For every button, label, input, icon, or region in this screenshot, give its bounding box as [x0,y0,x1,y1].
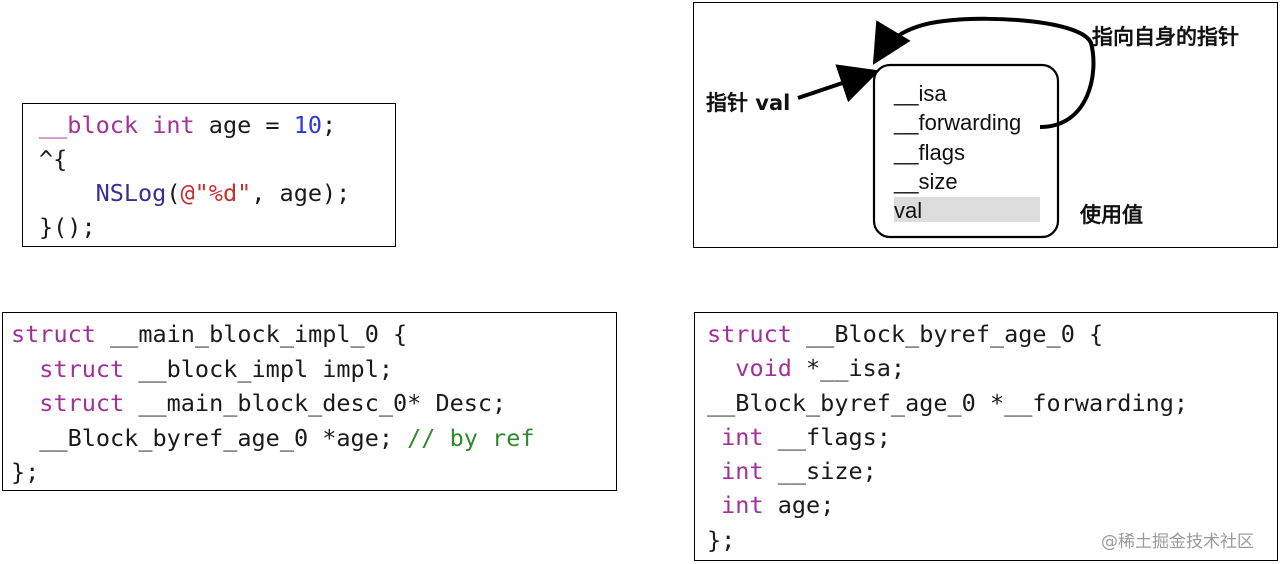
impl-struct-code: struct __main_block_impl_0 { struct __bl… [11,317,535,490]
code-line: NSLog(@"%d", age); [95,179,351,207]
field-size: __size [894,169,958,194]
code-line: int age; [721,491,835,520]
code-line: }; [707,525,736,554]
field-flags: __flags [894,140,965,165]
code-line: __Block_byref_age_0 *age; // by ref [39,423,535,452]
watermark: @稀土掘金技术社区 [1101,532,1254,552]
impl-struct-box: struct __main_block_impl_0 { struct __bl… [2,312,617,491]
code-line: int __flags; [721,422,891,451]
code-line: struct __main_block_desc_0* Desc; [39,389,507,417]
code-line: __Block_byref_age_0 *__forwarding; [707,388,1189,417]
block-code-box: __block int age = 10; ^{ NSLog(@"%d", ag… [22,103,396,247]
use-value-label: 使用值 [1080,203,1143,227]
field-isa: __isa [894,81,947,106]
self-pointer-label: 指向自身的指针 [1092,25,1239,49]
val-highlight [894,197,1040,222]
field-val: val [894,198,923,223]
field-forwarding: __forwarding [894,110,1022,135]
pointer-val-arrow [797,64,880,103]
code-line: ^{ [39,145,68,173]
forwarding-diagram-box: 指向自身的指针 指针 val 使用值 __isa __forwarding __… [693,2,1278,248]
byref-struct-box: struct __Block_byref_age_0 { void *__isa… [694,312,1278,561]
code-line: __block int age = 10; [39,111,337,139]
code-line: }; [11,458,40,486]
byref-struct-code: struct __Block_byref_age_0 { void *__isa… [707,317,1188,557]
pointer-val-label: 指针 val [706,91,791,115]
block-code: __block int age = 10; ^{ NSLog(@"%d", ag… [39,108,350,244]
forwarding-diagram-svg [797,16,1096,239]
self-pointer-arrow [872,16,1096,129]
struct-rounded-box [872,63,1060,239]
code-line: struct __block_impl impl; [39,354,394,383]
code-line: int __size; [721,457,877,486]
code-line: }(); [39,213,96,241]
code-line: struct __main_block_impl_0 { [11,320,408,348]
code-line: void *__isa; [735,354,906,383]
code-line: struct __Block_byref_age_0 { [707,320,1104,348]
